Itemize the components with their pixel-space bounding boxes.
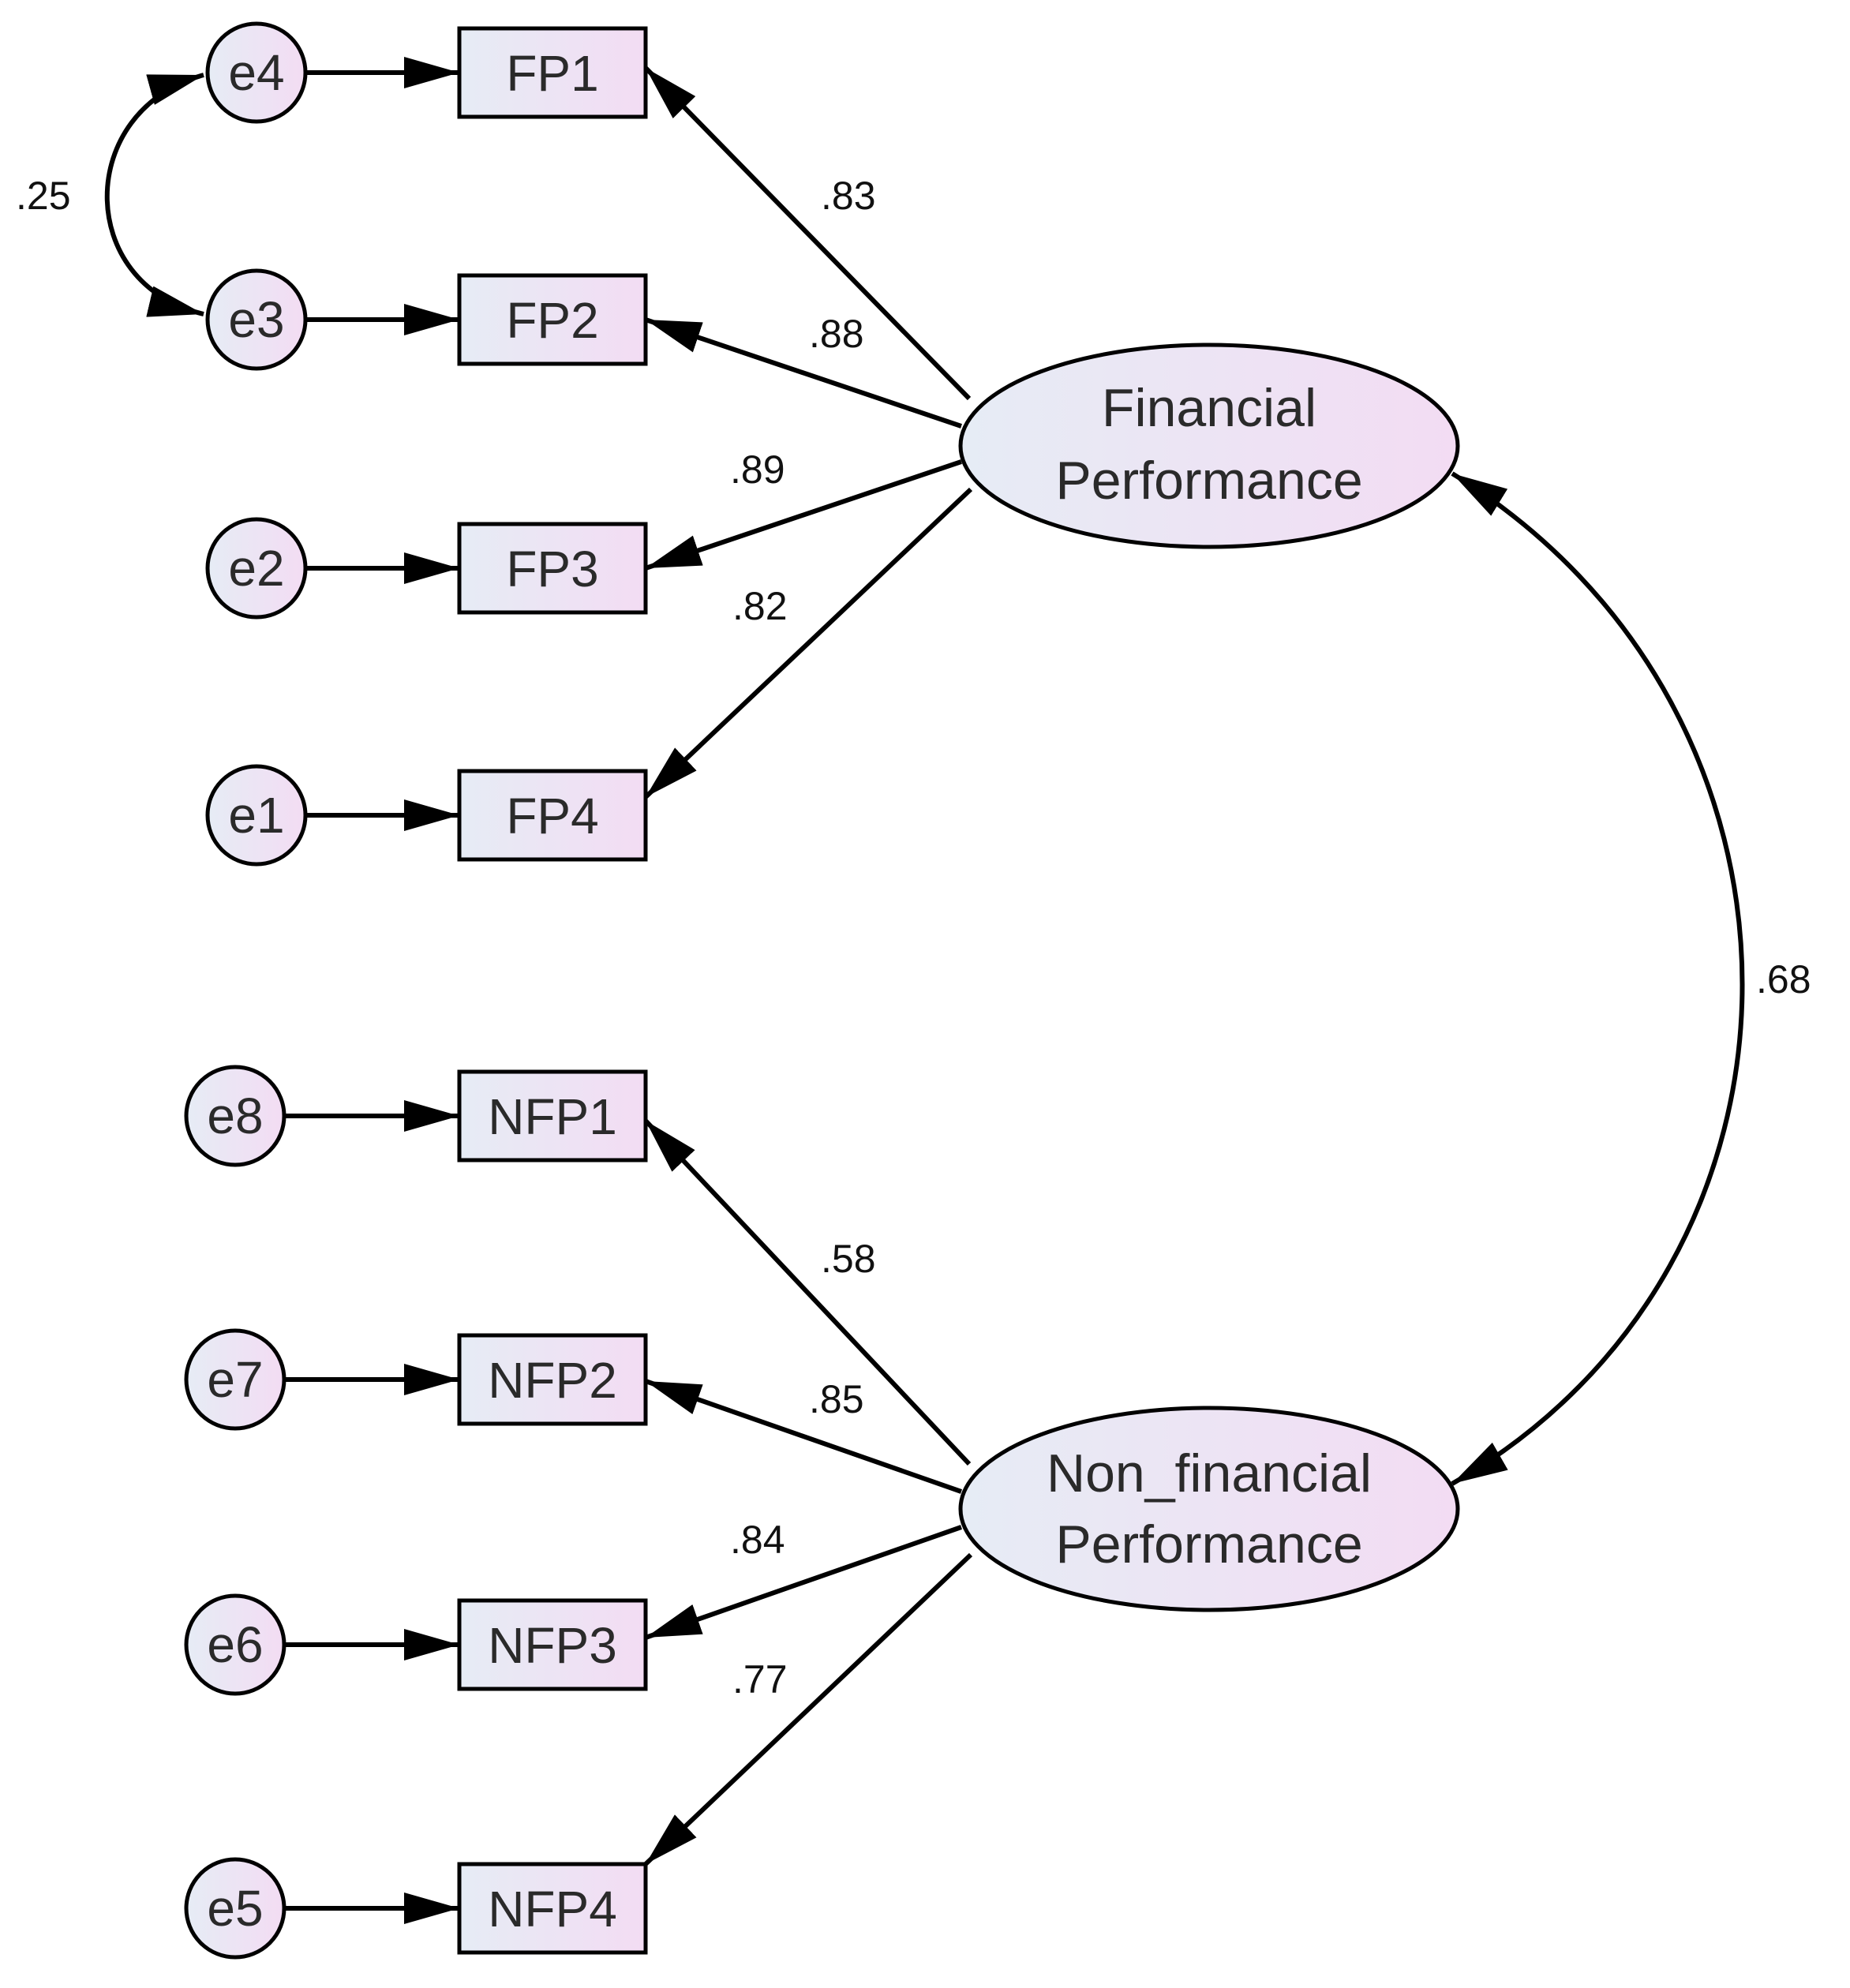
svg-text:FP2: FP2 (506, 292, 598, 349)
covariance-label-e4-e3: .25 (16, 174, 71, 218)
covariance-arc-fp-nfp (1451, 471, 1745, 1486)
loading-label-fp3: .89 (730, 447, 785, 492)
loading-arrow-nfp2 (645, 1379, 962, 1494)
indicator-fp3: FP3 (457, 522, 648, 615)
latent-nfp-line2: Performance (1055, 1514, 1362, 1574)
error-node-e7: e7 (184, 1328, 286, 1431)
svg-text:e2: e2 (228, 540, 284, 597)
svg-text:e8: e8 (207, 1088, 263, 1144)
latent-nfp-line1: Non_financial (1047, 1443, 1372, 1503)
svg-text:NFP3: NFP3 (488, 1617, 617, 1674)
svg-text:e3: e3 (228, 291, 284, 348)
svg-text:e7: e7 (207, 1351, 263, 1408)
latent-financial-performance: Financial Performance (958, 343, 1460, 549)
latent-non-financial-performance: Non_financial Performance (958, 1406, 1460, 1612)
svg-text:NFP4: NFP4 (488, 1881, 617, 1937)
loading-label-fp1: .83 (821, 174, 876, 218)
latent-fp-line1: Financial (1102, 378, 1316, 438)
svg-text:FP1: FP1 (506, 45, 598, 102)
loading-arrow-nfp3 (645, 1525, 962, 1640)
loading-label-fp4: .82 (732, 584, 788, 628)
indicator-nfp4: NFP4 (457, 1862, 648, 1955)
loading-label-nfp3: .84 (730, 1518, 785, 1562)
error-node-e8: e8 (184, 1065, 286, 1167)
latent-fp-line2: Performance (1055, 451, 1362, 511)
loading-label-fp2: .88 (809, 312, 864, 356)
indicator-fp4: FP4 (457, 769, 648, 862)
loading-label-nfp4: .77 (732, 1657, 788, 1702)
indicator-fp1: FP1 (457, 26, 648, 119)
loading-arrow-fp3 (645, 459, 962, 571)
svg-text:e6: e6 (207, 1616, 263, 1673)
error-node-e4: e4 (205, 21, 308, 124)
indicator-nfp2: NFP2 (457, 1333, 648, 1426)
indicator-fp2: FP2 (457, 273, 648, 366)
error-node-e3: e3 (205, 268, 308, 371)
loading-arrow-nfp1 (643, 1118, 972, 1466)
error-node-e2: e2 (205, 517, 308, 620)
indicator-nfp3: NFP3 (457, 1598, 648, 1691)
error-node-e5: e5 (184, 1857, 286, 1960)
loading-arrow-fp4 (643, 487, 973, 799)
loading-arrow-fp1 (643, 66, 972, 401)
svg-text:NFP2: NFP2 (488, 1352, 617, 1409)
error-node-e6: e6 (184, 1593, 286, 1696)
indicator-nfp1: NFP1 (457, 1069, 648, 1162)
svg-text:FP3: FP3 (506, 541, 598, 597)
svg-text:e5: e5 (207, 1880, 263, 1937)
loading-arrow-fp2 (645, 317, 962, 429)
svg-text:NFP1: NFP1 (488, 1088, 617, 1145)
svg-text:e1: e1 (228, 787, 284, 844)
covariance-label-fp-nfp: .68 (1756, 957, 1811, 1001)
svg-text:FP4: FP4 (506, 788, 598, 844)
covariance-arc-e4-e3 (104, 73, 204, 317)
loading-label-nfp2: .85 (809, 1377, 864, 1421)
loading-arrow-nfp4 (643, 1552, 973, 1866)
error-node-e1: e1 (205, 764, 308, 867)
loading-label-nfp1: .58 (821, 1237, 876, 1281)
svg-text:e4: e4 (228, 44, 284, 101)
